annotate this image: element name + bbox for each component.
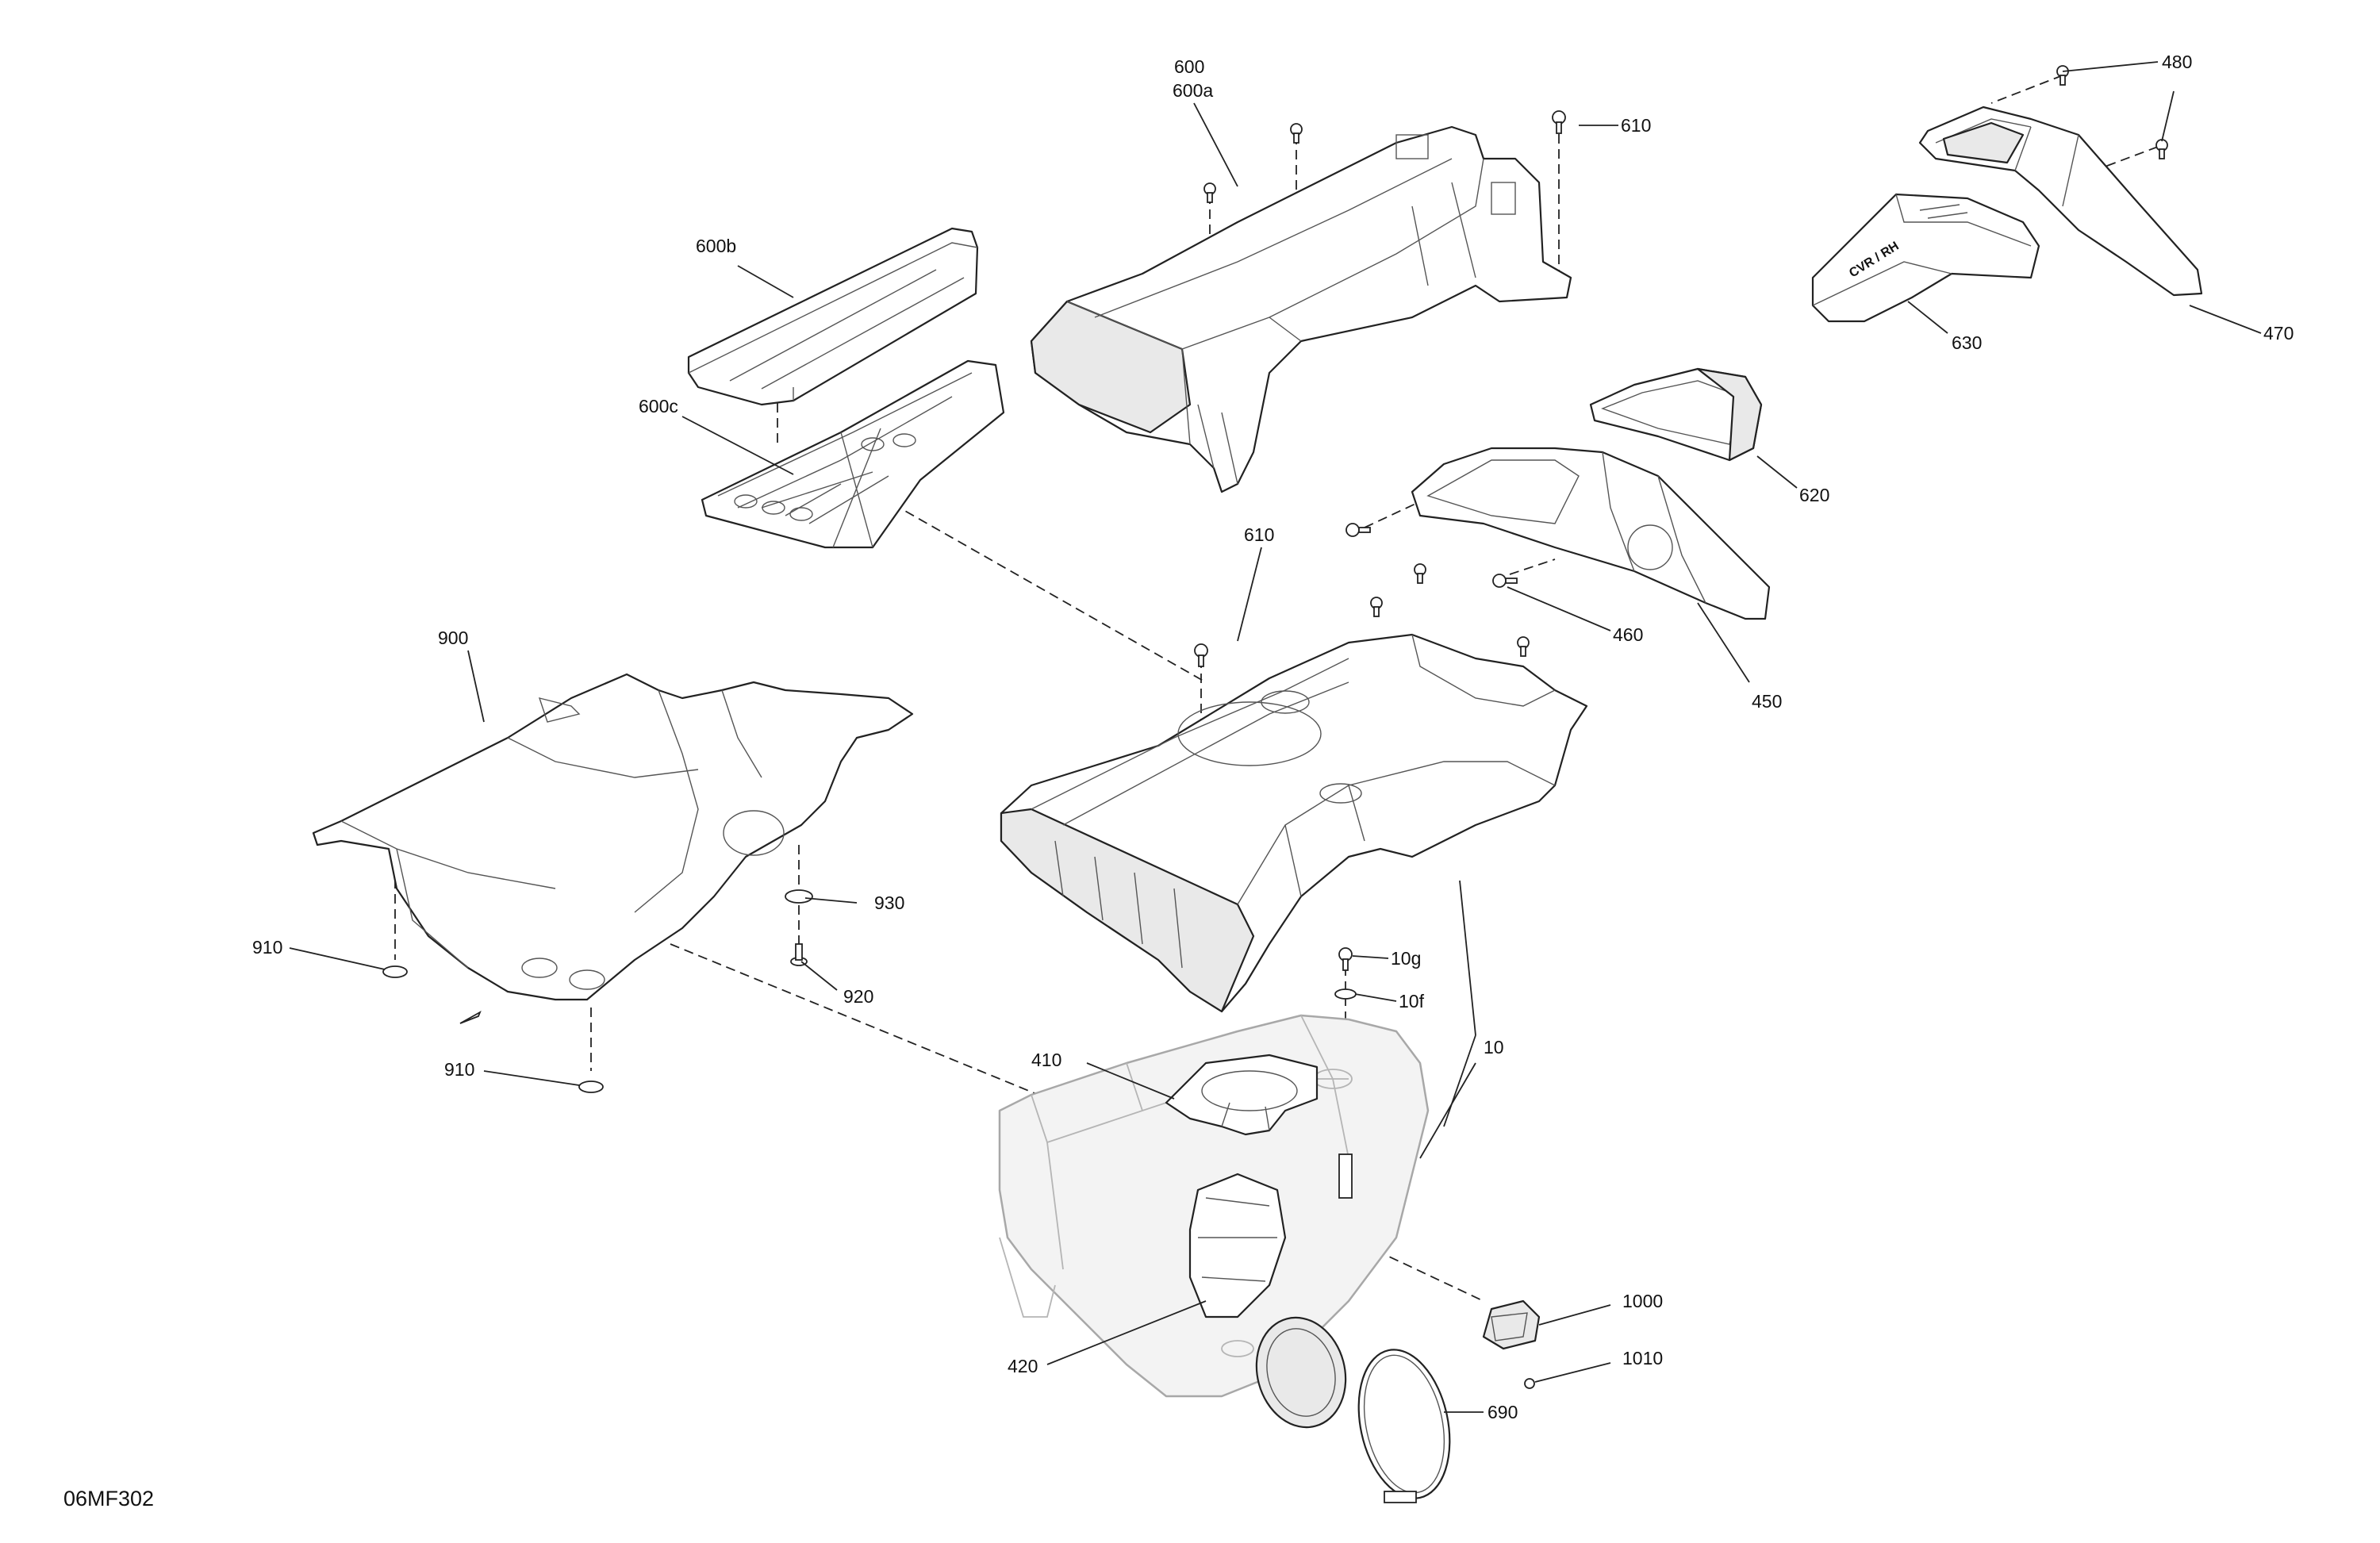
screw-480-a-icon [2056,65,2069,86]
callout-620: 620 [1799,485,1829,505]
screw-610-mid-icon [1194,643,1208,667]
nut-910-lower-icon [578,1080,604,1093]
screw-airbox-b-icon [1370,597,1383,617]
duct-630: CVR / RH [1811,193,2040,323]
callout-600c: 600c [639,396,678,416]
callout-1010: 1010 [1622,1348,1663,1368]
outlet-ring [1255,1316,1347,1429]
callout-910-upper: 910 [252,937,282,958]
callout-630: 630 [1952,332,1982,353]
callout-610-mid: 610 [1244,524,1274,545]
washer-930-icon [785,889,813,904]
callout-420: 420 [1008,1356,1038,1376]
callout-610-top: 610 [1621,115,1651,136]
callout-410: 410 [1031,1050,1061,1070]
leader-lines [289,61,2262,1413]
callout-900: 900 [438,628,468,648]
side-panel-cover-470 [1918,106,2203,297]
screw-460-icon [1492,574,1518,588]
callout-10: 10 [1484,1037,1504,1057]
nut-910-upper-icon [382,965,408,978]
screw-side-panel-icon [1345,523,1371,537]
probe-icon [459,1010,482,1024]
filter-cage-600c [701,359,1005,549]
callout-10g: 10g [1391,948,1421,969]
screw-480-b-icon [2155,139,2168,159]
spring-and-stud [1338,1153,1353,1199]
screw-600-b-icon [1290,123,1303,144]
callout-460: 460 [1613,624,1643,645]
cap-1000 [1482,1299,1541,1350]
callout-1000: 1000 [1622,1291,1663,1311]
callout-450: 450 [1752,691,1782,712]
callout-470: 470 [2263,323,2294,344]
stud-920-icon [790,943,808,966]
callout-930: 930 [874,892,904,913]
callout-600a: 600a [1173,80,1213,101]
intake-horn-410 [1165,1054,1319,1136]
callout-910-lower: 910 [444,1059,474,1080]
callout-600: 600 [1174,56,1204,77]
duct-620 [1589,367,1763,462]
washer-10f-icon [1334,988,1357,1000]
screw-610-top-icon [1552,110,1566,134]
callout-10f: 10f [1399,991,1425,1011]
callout-labels: 600 600a 610 600b 600c 480 470 630 620 6… [252,52,2294,1422]
screw-airbox-d-icon [1517,636,1530,657]
callout-690: 690 [1488,1402,1518,1422]
figure-reference-code: 06MF302 [63,1487,154,1510]
clamp-690 [1357,1349,1451,1503]
filter-element-600b [687,227,979,406]
screw-600-a-icon [1203,182,1216,203]
callout-600b: 600b [696,236,736,256]
screw-airbox-c-icon [1414,563,1426,584]
fasteners [382,65,2168,1389]
callout-920: 920 [843,986,873,1007]
main-airbox-10 [1000,633,1588,1013]
intake-tube-420 [1188,1173,1287,1318]
heat-shield-900 [312,673,914,1001]
upper-intake-housing-600 [1030,125,1572,493]
screw-10g-icon [1338,947,1353,971]
side-panel-450 [1411,447,1771,620]
screw-1010-icon [1524,1378,1535,1389]
callout-480: 480 [2162,52,2192,72]
